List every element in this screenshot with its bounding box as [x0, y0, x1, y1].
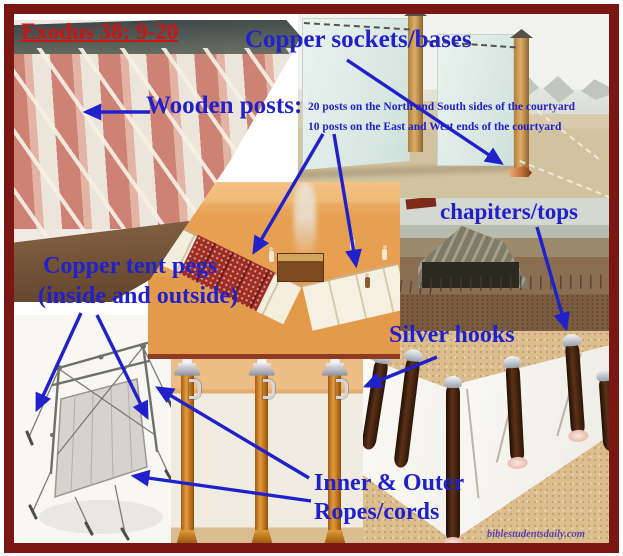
figure	[349, 234, 355, 250]
wooden-post	[514, 38, 529, 174]
label-posts-note-2: 10 posts on the East and West ends of th…	[308, 121, 562, 133]
tabernacle-desert-photo	[400, 198, 614, 332]
silver-hook-icon	[263, 378, 276, 399]
courtyard-post	[173, 358, 201, 544]
chapiter-icon	[562, 333, 582, 347]
chapiter-icon	[444, 376, 462, 388]
red-structure	[405, 198, 437, 210]
altar-smoke	[294, 182, 317, 260]
corner-post	[443, 376, 463, 547]
silver-hook-icon	[188, 378, 201, 399]
figure	[364, 272, 370, 288]
chapiter-icon	[248, 358, 276, 376]
bronze-altar	[276, 252, 325, 282]
courtyard-fence	[429, 274, 614, 292]
post-base	[251, 529, 273, 544]
label-ropes-line1: Inner & Outer	[314, 470, 465, 496]
label-silver-hooks: Silver hooks	[389, 322, 515, 348]
label-ropes-cords: Inner & Outer Ropes/cords	[314, 469, 464, 527]
chapiter-icon	[503, 355, 522, 369]
scripture-reference: Exodus 38: 9-20	[21, 19, 179, 44]
foreground-dirt	[400, 294, 614, 332]
courtyard-post	[248, 358, 276, 544]
courtyard-post	[321, 358, 349, 544]
copper-socket	[508, 166, 532, 177]
figure	[268, 246, 274, 262]
watermark: biblestudentsdaily.com	[487, 529, 585, 540]
silver-hook-icon	[336, 378, 349, 399]
label-copper-sockets: Copper sockets/bases	[245, 26, 472, 53]
chapiter-icon	[595, 368, 614, 382]
post-base	[324, 529, 346, 544]
post-base	[176, 529, 198, 544]
chapiter-icon	[321, 358, 349, 376]
label-wooden-posts: Wooden posts:	[146, 92, 303, 119]
post-base	[443, 537, 463, 547]
linen-curtain	[437, 34, 514, 166]
figure	[382, 245, 388, 261]
label-tent-pegs-line1: Copper tent pegs	[43, 253, 218, 279]
chapiter-icon	[173, 358, 201, 376]
label-chapiters: chapiters/tops	[440, 199, 578, 224]
label-copper-tent-pegs: Copper tent pegs (inside and outside)	[38, 251, 238, 311]
label-tent-pegs-line2: (inside and outside)	[38, 283, 239, 309]
label-posts-note-1: 20 posts on the North and South sides of…	[308, 101, 576, 113]
perspective-dotted-line	[519, 160, 611, 199]
label-ropes-line2: Ropes/cords	[314, 499, 440, 525]
chapiter-icon	[404, 348, 424, 363]
